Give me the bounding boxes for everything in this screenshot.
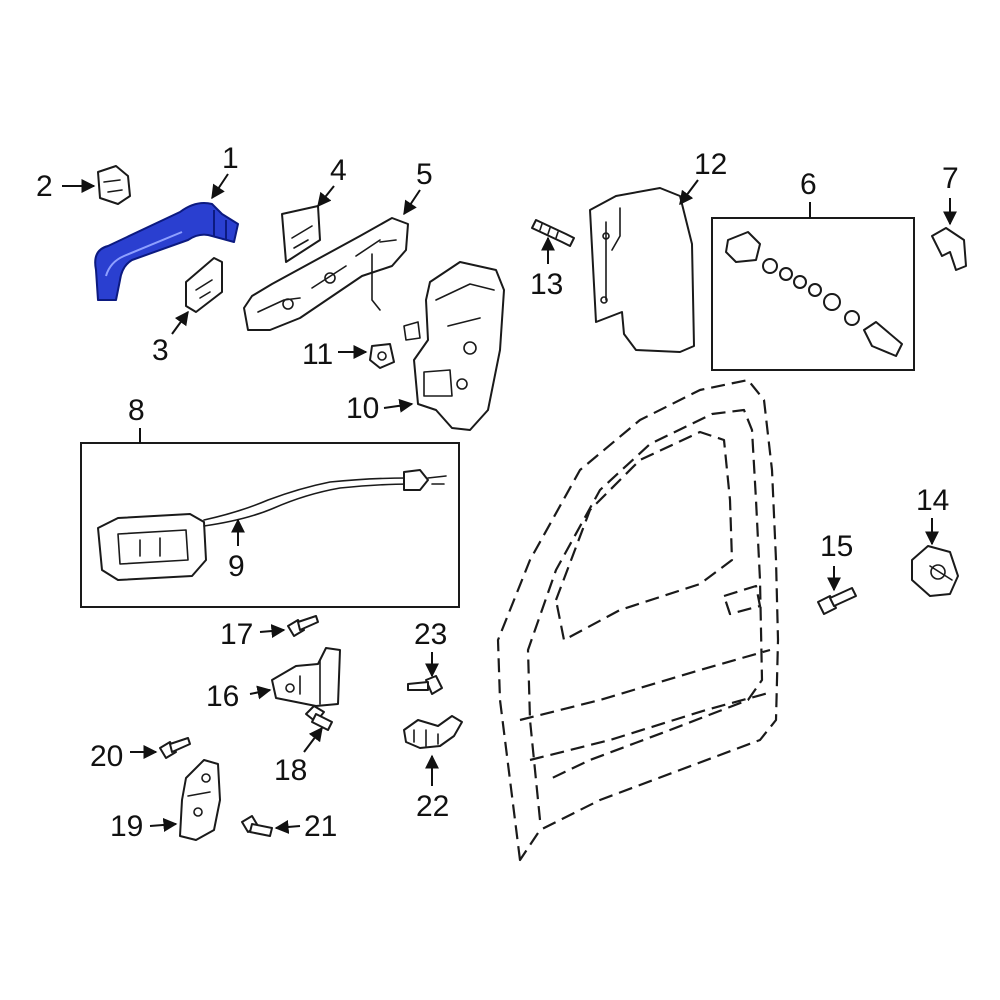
part-8-assembly-box	[80, 442, 460, 608]
callout-18: 18	[274, 754, 307, 787]
callout-12: 12	[694, 148, 727, 181]
callout-23: 23	[414, 618, 447, 651]
callout-19: 19	[110, 810, 143, 843]
part-14-striker[interactable]	[911, 545, 959, 597]
part-3-handle-gasket[interactable]	[185, 257, 223, 313]
callout-10: 10	[346, 392, 379, 425]
callout-22: 22	[416, 790, 449, 823]
part-6-lock-cylinder-kit[interactable]	[725, 231, 903, 357]
part-23-bolt[interactable]	[407, 675, 443, 695]
part-1-outside-handle[interactable]	[94, 202, 239, 301]
leader-5	[403, 189, 421, 216]
part-16-hinge-upper[interactable]	[271, 647, 341, 707]
callout-8: 8	[128, 394, 145, 427]
callout-20: 20	[90, 740, 123, 773]
callout-11: 11	[302, 338, 333, 371]
part-18-bolt[interactable]	[305, 705, 333, 731]
callout-9: 9	[228, 550, 245, 583]
front-door-outline	[496, 378, 780, 862]
callout-16: 16	[206, 680, 239, 713]
callout-2: 2	[36, 170, 53, 203]
callout-6: 6	[800, 168, 817, 201]
callout-5: 5	[416, 158, 433, 191]
leader-1	[211, 173, 229, 200]
callout-1: 1	[222, 142, 239, 175]
leader-3	[171, 310, 189, 335]
part-11-nut[interactable]	[369, 343, 395, 369]
part-20-bolt[interactable]	[159, 737, 191, 759]
leader-17	[259, 624, 286, 639]
part-7-retaining-clip[interactable]	[931, 227, 967, 271]
part-9-inside-handle-cable[interactable]	[97, 469, 447, 581]
leader-18	[303, 726, 323, 753]
part-22-door-check[interactable]	[403, 715, 463, 749]
callout-15: 15	[820, 530, 853, 563]
leader-4	[317, 185, 335, 208]
part-5-handle-reinforcement[interactable]	[243, 217, 409, 331]
part-19-hinge-lower[interactable]	[179, 759, 221, 841]
callout-3: 3	[152, 334, 169, 367]
leader-19	[149, 817, 178, 832]
callout-17: 17	[220, 618, 253, 651]
part-6-kit-box	[711, 217, 915, 371]
leader-21	[274, 819, 301, 834]
callout-13: 13	[530, 268, 563, 301]
part-17-bolt[interactable]	[287, 615, 319, 637]
callout-7: 7	[942, 162, 959, 195]
leader-10	[383, 398, 414, 413]
callout-4: 4	[330, 154, 347, 187]
callout-21: 21	[304, 810, 337, 843]
leader-16	[249, 685, 272, 700]
part-2-handle-cap[interactable]	[97, 165, 131, 205]
part-21-bolt[interactable]	[241, 815, 273, 837]
part-12-watershield[interactable]	[589, 187, 695, 353]
part-13-screw[interactable]	[531, 219, 575, 247]
leader-12	[679, 179, 699, 206]
callout-14: 14	[916, 484, 949, 517]
part-15-bolt[interactable]	[817, 587, 857, 615]
part-10-door-latch[interactable]	[403, 261, 505, 431]
part-4-handle-gasket[interactable]	[281, 205, 321, 263]
